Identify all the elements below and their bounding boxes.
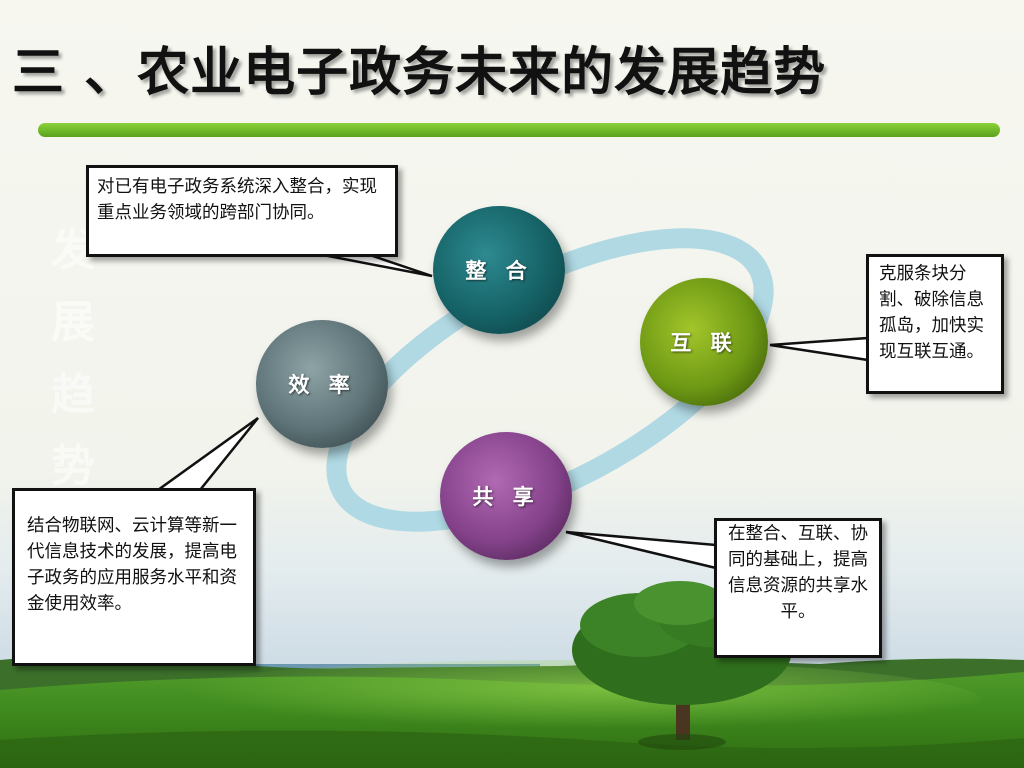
callout-xiaolv: 结合物联网、云计算等新一代信息技术的发展，提高电子政务的应用服务水平和资金使用效… <box>12 488 256 666</box>
tree-illustration <box>572 581 792 750</box>
title-underline-bar <box>38 123 1000 137</box>
watermark-char: 展 <box>51 297 95 348</box>
watermark-char: 趋 <box>51 369 95 420</box>
callout-pointer-xiaolv <box>154 416 259 492</box>
node-gongxiang: 共 享 <box>440 432 572 560</box>
callout-text: 对已有电子政务系统深入整合，实现重点业务领域的跨部门协同。 <box>97 177 377 223</box>
watermark-vertical-text: 发 展 趋 势 <box>48 215 98 503</box>
node-label: 效 率 <box>288 373 356 397</box>
callout-text: 结合物联网、云计算等新一代信息技术的发展，提高电子政务的应用服务水平和资金使用效… <box>27 516 237 614</box>
callout-zhenghe: 对已有电子政务系统深入整合，实现重点业务领域的跨部门协同。 <box>86 165 398 257</box>
watermark-char: 势 <box>51 441 95 492</box>
slide-title: 三 、农业电子政务未来的发展趋势 <box>12 43 827 103</box>
node-label: 互 联 <box>670 331 738 355</box>
callout-text: 在整合、互联、协同的基础上，提高信息资源的共享水平。 <box>728 524 868 622</box>
node-hulian: 互 联 <box>640 278 768 406</box>
node-xiaolv: 效 率 <box>256 320 388 448</box>
node-label: 共 享 <box>472 485 540 509</box>
node-zhenghe: 整 合 <box>433 206 565 334</box>
callout-gongxiang: 在整合、互联、协同的基础上，提高信息资源的共享水平。 <box>714 518 882 658</box>
callout-hulian: 克服条块分割、破除信息孤岛，加快实现互联互通。 <box>866 254 1004 394</box>
callout-pointer-gongxiang <box>565 530 718 570</box>
callout-text: 克服条块分割、破除信息孤岛，加快实现互联互通。 <box>879 264 984 362</box>
callout-pointer-hulian <box>769 336 870 362</box>
node-label: 整 合 <box>465 259 533 283</box>
